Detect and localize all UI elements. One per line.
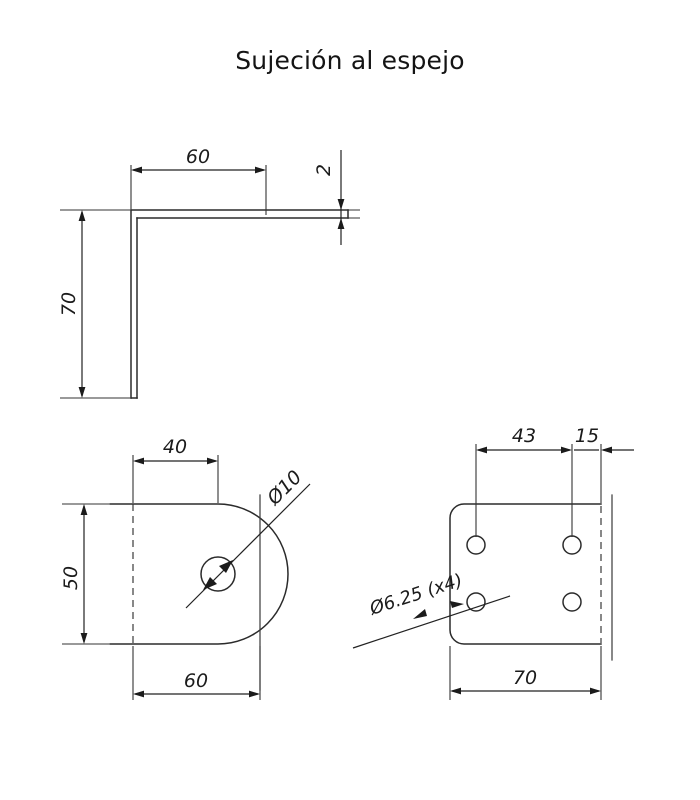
dimension-front-15: 15 xyxy=(574,425,634,503)
callout-label-dia10: Ø10 xyxy=(262,466,306,510)
front-plate-hole-bottom-left xyxy=(466,592,486,612)
side-plate-outline xyxy=(109,503,289,645)
dimension-profile-2: 2 xyxy=(313,150,360,245)
dimension-label-front-overall-width: 70 xyxy=(513,667,537,689)
dimension-label-profile-thickness: 2 xyxy=(313,164,335,176)
view-front-plate: Ø6.25 (x4) 43 15 xyxy=(352,425,634,700)
dimension-label-profile-width: 60 xyxy=(186,146,210,168)
dimension-side-60: 60 xyxy=(132,646,261,700)
leader-dia625: Ø6.25 (x4) xyxy=(352,570,511,649)
dimension-label-side-height: 50 xyxy=(60,566,82,590)
dimension-label-front-edge-offset: 15 xyxy=(575,425,599,447)
dimension-label-side-top-width: 40 xyxy=(163,436,187,458)
dimension-side-50: 50 xyxy=(60,503,109,645)
side-plate-hole xyxy=(200,556,236,592)
view-side-plate: Ø10 40 50 xyxy=(60,436,311,700)
dimension-profile-60: 60 xyxy=(130,146,267,215)
dimension-front-70: 70 xyxy=(449,646,602,700)
dimension-label-profile-height: 70 xyxy=(58,292,80,316)
dimension-front-43: 43 xyxy=(475,425,573,537)
leader-dia10: Ø10 xyxy=(185,466,311,609)
dimension-side-40: 40 xyxy=(132,436,219,503)
view-l-profile: 60 2 70 xyxy=(58,146,360,399)
front-plate-hole-top-right xyxy=(562,535,582,555)
front-plate-hole-top-left xyxy=(466,535,486,555)
dimension-label-front-hole-spacing: 43 xyxy=(512,425,536,447)
front-plate-hole-bottom-right xyxy=(562,592,582,612)
dimension-label-side-overall-width: 60 xyxy=(184,670,208,692)
dimension-profile-70: 70 xyxy=(58,209,130,399)
page-title: Sujeción al espejo xyxy=(235,46,465,75)
front-plate-outline xyxy=(449,503,602,645)
l-profile-outline xyxy=(130,209,349,399)
